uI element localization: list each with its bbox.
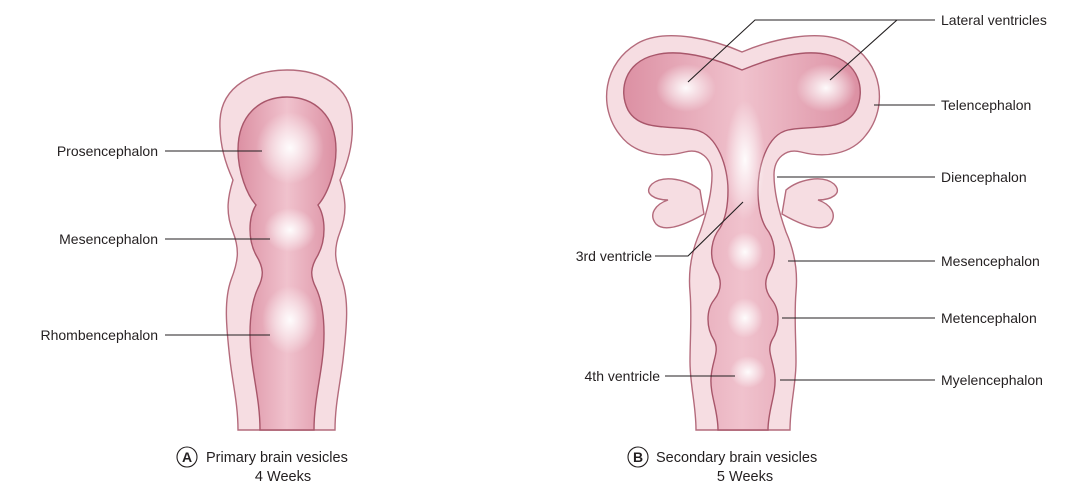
left-lateral-ventricle-highlight (656, 64, 716, 112)
panel-a-letter: A (182, 449, 192, 465)
panel-a-title: Primary brain vesicles (206, 450, 348, 466)
metencephalon-vesicle-highlight (727, 298, 763, 338)
left-optic-vesicle (649, 179, 704, 228)
fourth-ventricle-highlight (730, 356, 766, 388)
rhombencephalon-label: Rhombencephalon (40, 327, 158, 343)
rhombencephalon-highlight (262, 286, 318, 354)
panel-b-title: Secondary brain vesicles (656, 450, 817, 466)
panel-a-subtitle: 4 Weeks (255, 469, 311, 485)
third-ventricle-label: 3rd ventricle (576, 248, 652, 264)
lateral-ventricles-label: Lateral ventricles (941, 12, 1047, 28)
panel-b-subtitle: 5 Weeks (717, 469, 773, 485)
prosencephalon-label: Prosencephalon (57, 143, 158, 159)
myelencephalon-label: Myelencephalon (941, 372, 1043, 388)
prosencephalon-highlight (256, 112, 324, 184)
fourth-ventricle-label: 4th ventricle (585, 368, 661, 384)
mesencephalon-vesicle-highlight (727, 232, 763, 272)
mesencephalon-label: Mesencephalon (59, 231, 158, 247)
panel-a: Prosencephalon Mesencephalon Rhombenceph… (40, 70, 352, 485)
right-lateral-ventricle-highlight (796, 64, 856, 112)
metencephalon-label: Metencephalon (941, 310, 1037, 326)
telencephalon-label: Telencephalon (941, 97, 1031, 113)
mesencephalon-highlight (264, 208, 316, 252)
right-optic-vesicle (782, 179, 837, 228)
panel-b-letter: B (633, 449, 643, 465)
panel-b: Lateral ventricles Telencephalon Diencep… (576, 12, 1047, 485)
diencephalon-label: Diencephalon (941, 169, 1027, 185)
mesencephalon-b-label: Mesencephalon (941, 253, 1040, 269)
third-ventricle-highlight (725, 100, 765, 220)
